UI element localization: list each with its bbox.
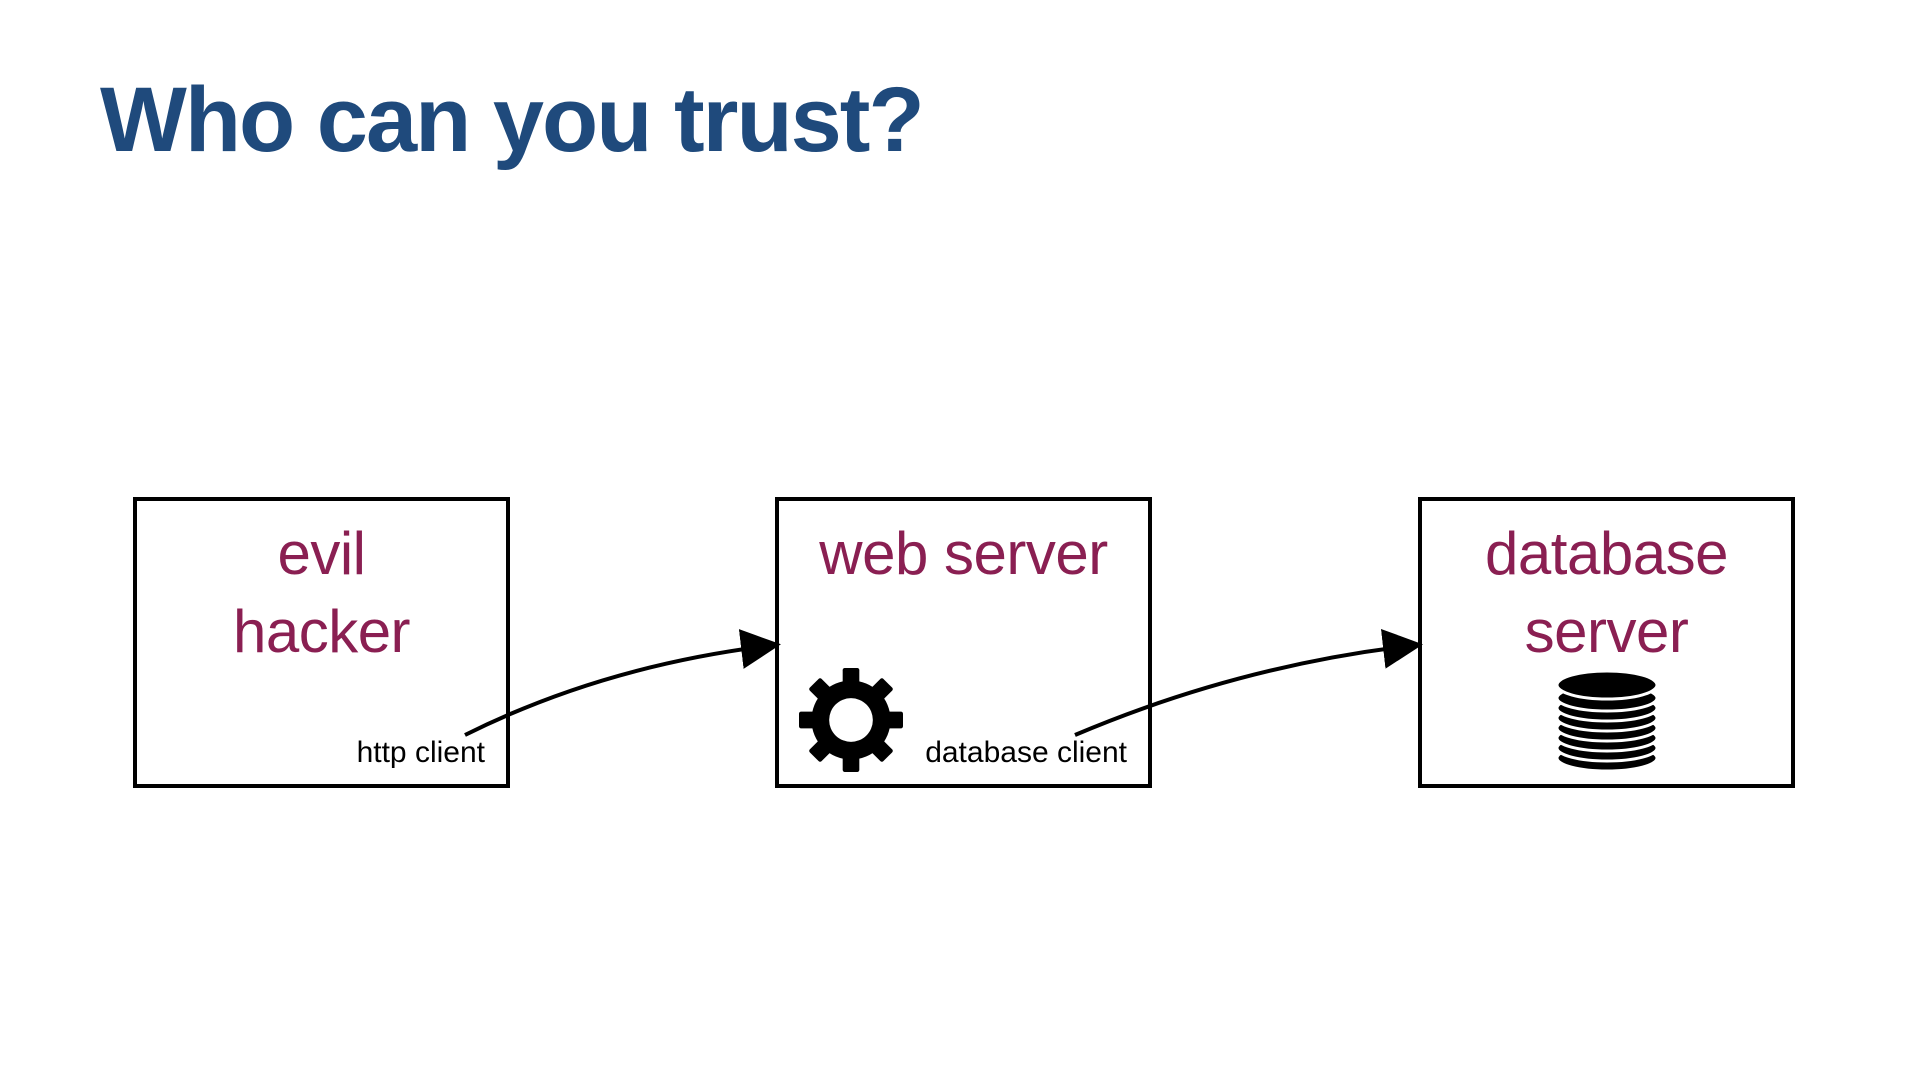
node-title-line: hacker xyxy=(232,598,411,665)
database-icon xyxy=(1555,669,1659,773)
node-evil-hacker: evil hacker http client xyxy=(133,497,510,788)
node-database-server: database server xyxy=(1418,497,1795,788)
slide-title: Who can you trust? xyxy=(100,69,925,171)
node-title-line: database xyxy=(1485,520,1728,587)
database-client-label: database client xyxy=(925,736,1127,769)
node-title: database server xyxy=(1422,515,1791,671)
node-title: web server xyxy=(779,515,1148,593)
node-web-server: web server database client xyxy=(775,497,1152,788)
node-title: evil hacker xyxy=(137,515,506,671)
arrow-hacker-to-web xyxy=(464,629,781,737)
node-title-line: evil xyxy=(277,520,366,587)
node-title-line: server xyxy=(1524,598,1689,665)
node-title-line: web server xyxy=(819,520,1108,587)
http-client-label: http client xyxy=(356,736,485,769)
gear-icon xyxy=(799,668,903,772)
